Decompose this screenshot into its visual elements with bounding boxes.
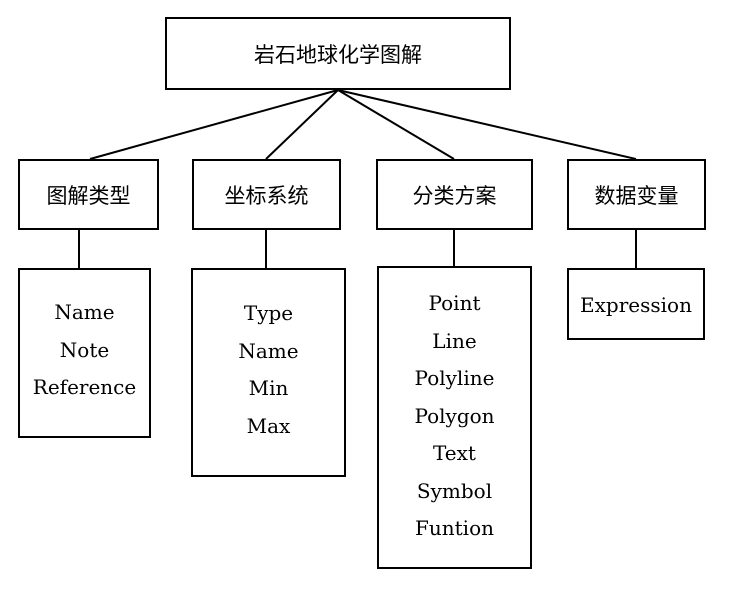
category-label: 图解类型 <box>46 183 131 208</box>
list-item: Point <box>428 291 481 315</box>
list-item: Name <box>238 338 299 363</box>
root-node: 岩石地球化学图解 <box>165 17 511 90</box>
list-item: Funtion <box>415 516 494 540</box>
list-item: Text <box>433 441 476 465</box>
category-node-diagram-type: 图解类型 <box>18 159 159 230</box>
connector-root-cat-1 <box>265 89 339 160</box>
attribute-list-classification-scheme: Point Line Polyline Polygon Text Symbol … <box>377 266 532 569</box>
category-label: 坐标系统 <box>224 183 309 208</box>
root-label: 岩石地球化学图解 <box>254 42 422 67</box>
category-node-classification-scheme: 分类方案 <box>376 159 533 230</box>
list-item: Symbol <box>416 478 493 503</box>
list-item: Expression <box>580 293 692 317</box>
connector-root-cat-0 <box>89 89 339 160</box>
list-item: Reference <box>32 375 137 399</box>
list-item: Name <box>54 300 115 324</box>
list-item: Note <box>59 337 110 362</box>
category-node-data-variable: 数据变量 <box>567 159 706 230</box>
list-item: Line <box>432 328 477 353</box>
category-label: 分类方案 <box>412 183 497 208</box>
category-node-coordinate-system: 坐标系统 <box>192 159 341 230</box>
attribute-list-coordinate-system: Type Name Min Max <box>191 268 346 477</box>
connector-root-cat-3 <box>337 89 637 160</box>
list-item: Polyline <box>414 366 495 390</box>
list-item: Polygon <box>414 403 495 428</box>
category-label: 数据变量 <box>594 183 679 208</box>
list-item: Max <box>246 413 291 438</box>
attribute-list-data-variable: Expression <box>567 268 705 340</box>
list-item: Type <box>243 301 294 325</box>
list-item: Min <box>248 376 289 400</box>
connector-root-cat-2 <box>337 89 455 160</box>
attribute-list-diagram-type: Name Note Reference <box>18 268 151 438</box>
